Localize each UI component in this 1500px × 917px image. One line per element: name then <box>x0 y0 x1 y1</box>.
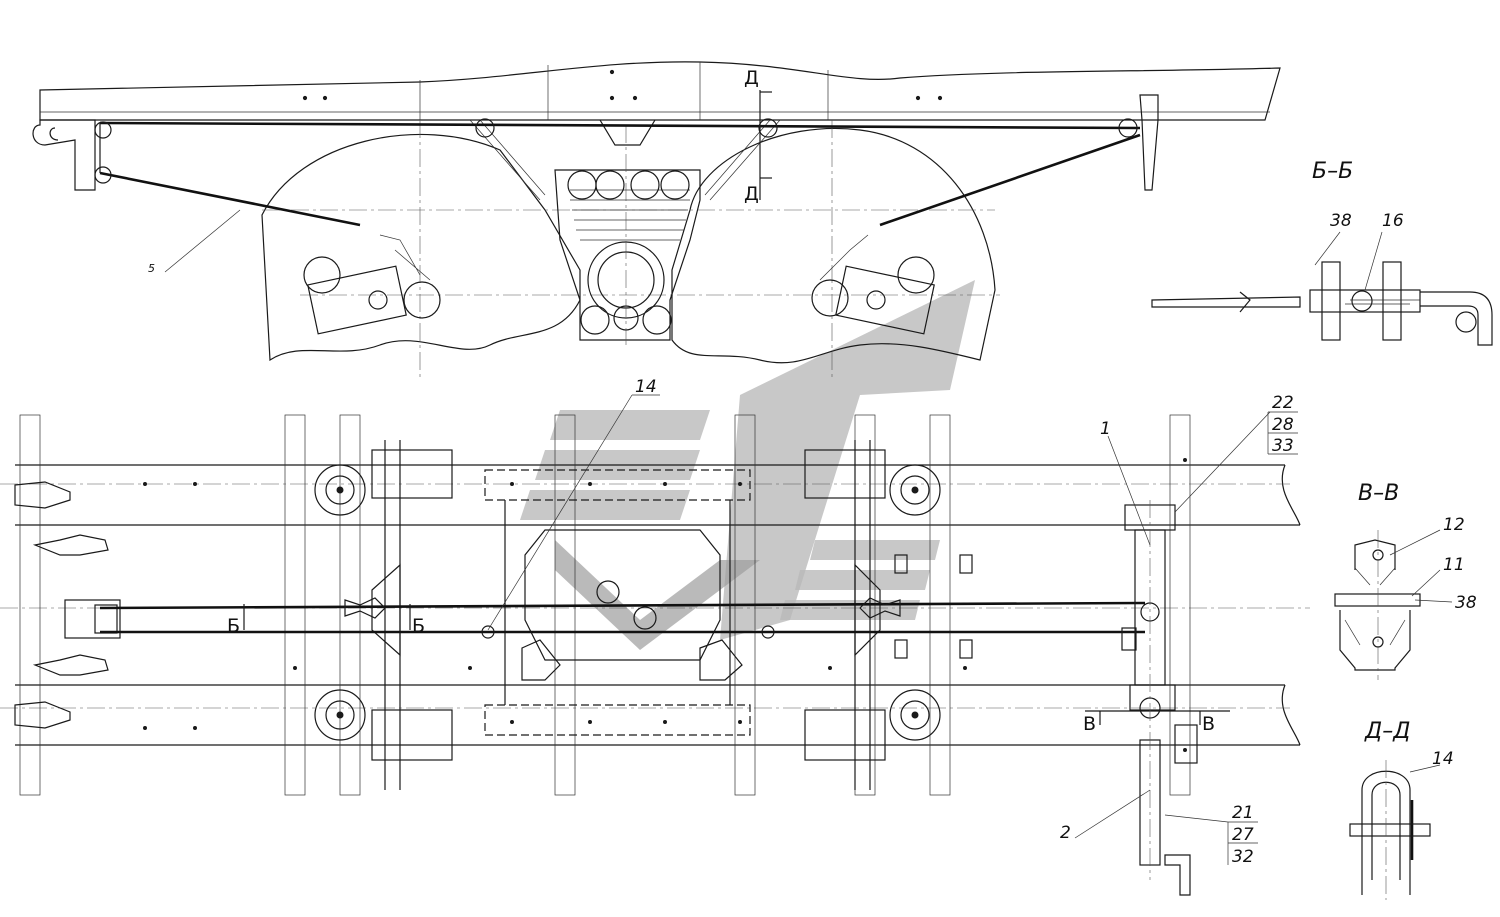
section-title-bb: Б–Б <box>1312 159 1353 184</box>
callout-28: 28 <box>1272 415 1294 435</box>
callout-11: 11 <box>1443 555 1465 575</box>
section-title-dd: Д–Д <box>1364 719 1410 744</box>
callout-14-dd: 14 <box>1432 749 1454 769</box>
cut-mark-v-right: В <box>1202 713 1215 735</box>
section-bb: Б–Б 38 16 <box>1151 159 1493 346</box>
brake-cylinder-right <box>811 234 935 335</box>
cut-mark-d-bottom: Д <box>744 183 759 205</box>
brake-cylinder-left <box>303 234 441 335</box>
brake-cables-side <box>94 94 1159 227</box>
callout-5: 5 <box>148 262 155 275</box>
cut-mark-d-top: Д <box>744 67 759 89</box>
callout-22: 22 <box>1272 393 1294 413</box>
callout-38-bb: 38 <box>1330 211 1352 231</box>
cut-mark-v-left: В <box>1083 713 1096 735</box>
side-view: Д Д 5 <box>32 61 1281 380</box>
callout-38-vv: 38 <box>1455 593 1477 613</box>
callout-14-main: 14 <box>635 377 657 397</box>
section-title-vv: В–В <box>1358 481 1399 506</box>
cut-mark-b-left: Б <box>227 615 240 637</box>
callout-12: 12 <box>1443 515 1465 535</box>
callout-33: 33 <box>1272 436 1294 456</box>
section-vv: В–В 12 11 38 <box>1334 481 1477 680</box>
cut-mark-b-right: Б <box>412 615 425 637</box>
callout-21: 21 <box>1232 803 1254 823</box>
callout-2: 2 <box>1060 823 1071 843</box>
brake-chambers-plan <box>314 464 941 741</box>
brake-cables-plan <box>99 597 1146 639</box>
plan-view: Б Б 14 В В 1 <box>0 377 1310 896</box>
section-dd: Д–Д 14 <box>1349 719 1454 900</box>
callout-1: 1 <box>1100 419 1111 439</box>
callout-27: 27 <box>1232 825 1254 845</box>
rivets <box>302 69 943 101</box>
callout-16: 16 <box>1382 211 1404 231</box>
callout-32: 32 <box>1232 847 1254 867</box>
rivets-plan <box>143 458 1187 752</box>
hand-brake-assembly <box>1085 500 1230 896</box>
